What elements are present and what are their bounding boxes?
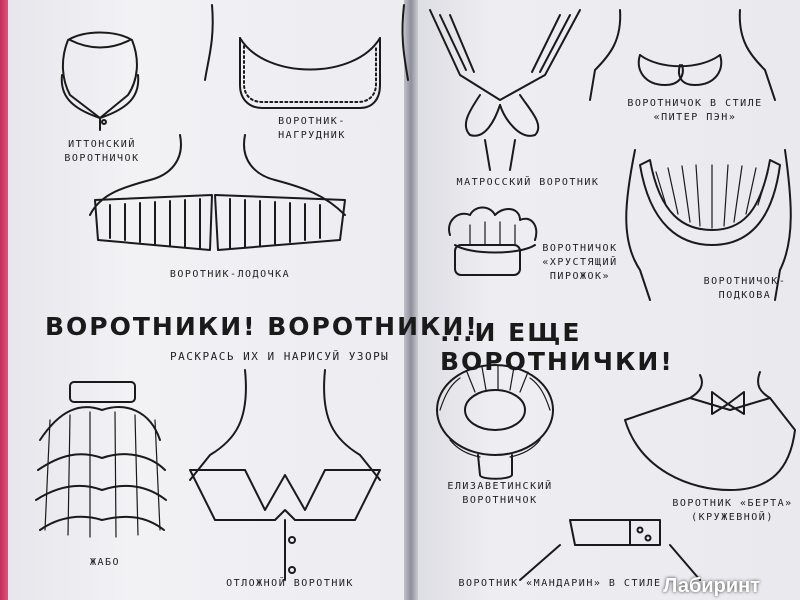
bib-collar-label: ВОРОТНИК- НАГРУДНИК xyxy=(278,116,346,141)
peter-pan-collar-drawing xyxy=(589,9,776,101)
watermark-logo: Лабиринт xyxy=(663,575,760,597)
eton-collar-drawing xyxy=(60,31,140,131)
book-gutter xyxy=(404,0,418,600)
left-heading: ВОРОТНИКИ! ВОРОТНИКИ! xyxy=(45,312,479,341)
bertha-collar-drawing xyxy=(624,371,796,491)
mandarin-collar-label: ВОРОТНИК «МАНДАРИН» В СТИЛЕ xyxy=(458,578,662,589)
horseshoe-collar-label: ВОРОТНИЧОК- ПОДКОВА xyxy=(703,276,787,301)
right-page xyxy=(414,0,800,600)
mandarin-collar-drawing xyxy=(519,519,701,581)
sailor-collar-drawing xyxy=(429,9,581,171)
turndown-collar-label: ОТЛОЖНОЙ ВОРОТНИК xyxy=(226,578,354,589)
eton-collar-label: ИТТОНСКИЙ ВОРОТНИЧОК xyxy=(64,139,140,164)
right-heading: ...И ЕЩЕ ВОРОТНИЧКИ! xyxy=(440,318,674,376)
horseshoe-collar-drawing xyxy=(625,149,792,301)
sailor-collar-label: МАТРОССКИЙ ВОРОТНИК xyxy=(456,177,600,188)
turndown-collar-drawing xyxy=(189,369,381,581)
jabot-drawing xyxy=(35,381,167,538)
bib-collar-drawing xyxy=(204,4,409,109)
book-cover-edge xyxy=(0,0,8,600)
bertha-collar-label: ВОРОТНИК «БЕРТА» (КРУЖЕВНОЙ) xyxy=(672,498,793,523)
elizabethan-collar-drawing xyxy=(436,364,554,480)
jabot-label: ЖАБО xyxy=(89,557,121,568)
elizabethan-collar-label: ЕЛИЗАВЕТИНСКИЙ ВОРОТНИЧОК xyxy=(447,481,553,506)
crispy-collar-label: ВОРОТНИЧОК «ХРУСТЯЩИЙ ПИРОЖОК» xyxy=(542,243,618,282)
boat-collar-label: ВОРОТНИК-ЛОДОЧКА xyxy=(169,269,291,280)
boat-collar-drawing xyxy=(89,134,346,251)
left-subheading: РАСКРАСЬ ИХ И НАРИСУЙ УЗОРЫ xyxy=(170,350,390,363)
peter-pan-collar-label: ВОРОТНИЧОК В СТИЛЕ «ПИТЕР ПЭН» xyxy=(627,98,763,123)
crispy-collar-drawing xyxy=(448,206,538,276)
